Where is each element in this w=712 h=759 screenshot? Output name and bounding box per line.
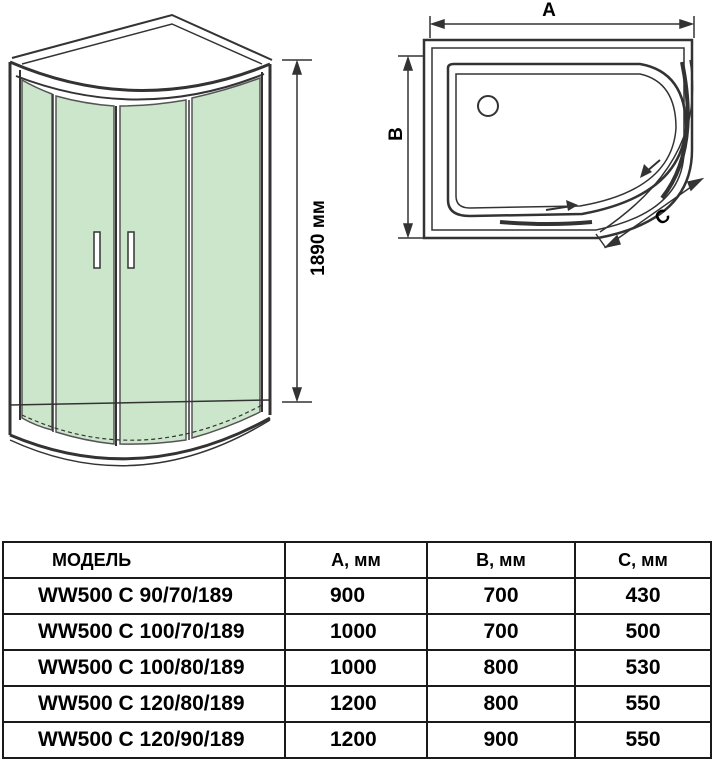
header-c: C, мм (574, 541, 712, 579)
glass-panel-right (191, 76, 261, 439)
cell-c: 500 (574, 613, 712, 651)
cell-model: WW500 C 100/80/189 (2, 649, 286, 687)
glass-panel-left (21, 78, 53, 431)
door-handle-left (93, 231, 101, 269)
cell-c: 550 (574, 685, 712, 723)
cell-a: 900 (284, 577, 428, 615)
cell-model: WW500 C 100/70/189 (2, 613, 286, 651)
cell-b: 900 (426, 721, 576, 759)
table-row: WW500 C 90/70/189 900 700 430 (2, 577, 712, 615)
header-a: A, мм (284, 541, 428, 579)
dimension-a-label: A (542, 0, 556, 21)
cell-a: 1000 (284, 649, 428, 687)
cell-model: WW500 C 120/80/189 (2, 685, 286, 723)
table-row: WW500 C 120/80/189 1200 800 550 (2, 685, 712, 723)
height-dimension (282, 59, 312, 403)
header-model: МОДЕЛЬ (2, 541, 286, 579)
cell-a: 1200 (284, 685, 428, 723)
dimension-a (429, 16, 695, 38)
glass-door-right (119, 99, 187, 445)
table-row: WW500 C 100/70/189 1000 700 500 (2, 613, 712, 651)
header-b: B, мм (426, 541, 576, 579)
cell-c: 530 (574, 649, 712, 687)
cell-a: 1200 (284, 721, 428, 759)
shower-cabin-drawing: 1890 мм A B (8, 0, 705, 467)
dimension-c-label: C (651, 205, 675, 230)
table-header-row: МОДЕЛЬ A, мм B, мм C, мм (2, 541, 712, 579)
cabin-perspective-view (8, 13, 273, 467)
cell-c: 430 (574, 577, 712, 615)
cell-b: 800 (426, 685, 576, 723)
drain-icon (477, 95, 499, 117)
door-handle-right (127, 231, 135, 269)
arrow-left-icon (640, 164, 652, 178)
table-row: WW500 C 100/80/189 1000 800 530 (2, 649, 712, 687)
cell-c: 550 (574, 721, 712, 759)
dimension-c (595, 177, 705, 249)
table-row: WW500 C 120/90/189 1200 900 550 (2, 721, 712, 759)
arrow-right-icon (566, 200, 578, 211)
cell-a: 1000 (284, 613, 428, 651)
cell-b: 700 (426, 613, 576, 651)
dimension-b-label: B (386, 127, 407, 141)
cell-model: WW500 C 90/70/189 (2, 577, 286, 615)
cell-model: WW500 C 120/90/189 (2, 721, 286, 759)
cell-b: 800 (426, 649, 576, 687)
specification-table: МОДЕЛЬ A, мм B, мм C, мм WW500 C 90/70/1… (2, 541, 712, 759)
cabin-plan-view (422, 38, 694, 240)
dimension-b (398, 55, 424, 239)
height-label: 1890 мм (308, 200, 329, 276)
glass-door-left (55, 95, 115, 445)
cell-b: 700 (426, 577, 576, 615)
